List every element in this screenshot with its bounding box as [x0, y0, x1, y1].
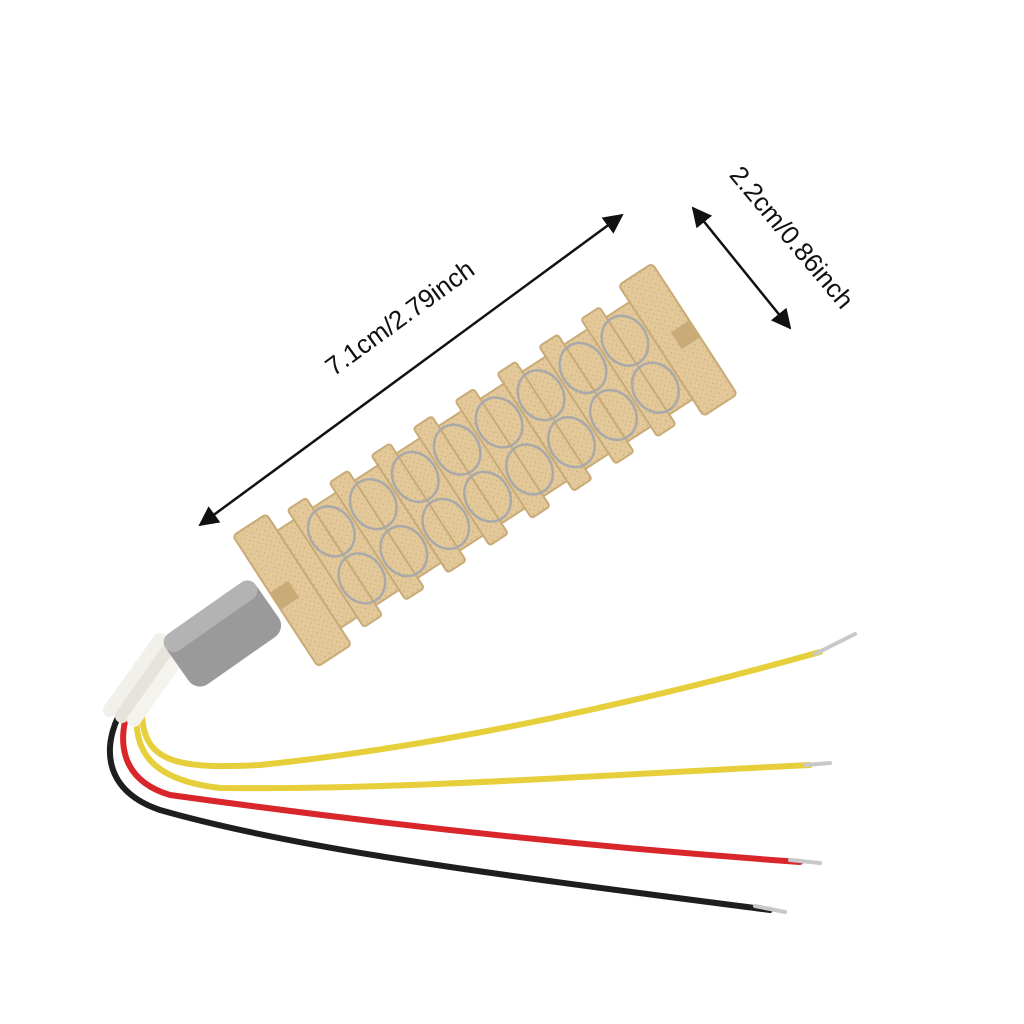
silicone-sleeve	[163, 580, 282, 687]
width-label: 2.2cm/0.86inch	[724, 160, 860, 314]
heating-element-image	[233, 263, 737, 667]
lead-wires	[106, 632, 857, 914]
yellow-wire-upper-tip	[813, 632, 857, 656]
black-wire	[106, 697, 773, 913]
black-wire-tip	[753, 904, 787, 914]
length-label: 7.1cm/2.79inch	[320, 254, 480, 382]
width-dimension-arrow	[691, 206, 792, 330]
length-dimension-arrow	[198, 213, 624, 527]
yellow-wire-lower-tip	[803, 761, 832, 767]
insulated-leads	[103, 633, 187, 727]
red-wire	[120, 697, 803, 865]
width-dimension: 2.2cm/0.86inch	[691, 160, 860, 330]
yellow-wire-upper	[138, 649, 823, 770]
yellow-wire-lower	[133, 697, 813, 792]
red-wire-tip	[788, 858, 822, 865]
